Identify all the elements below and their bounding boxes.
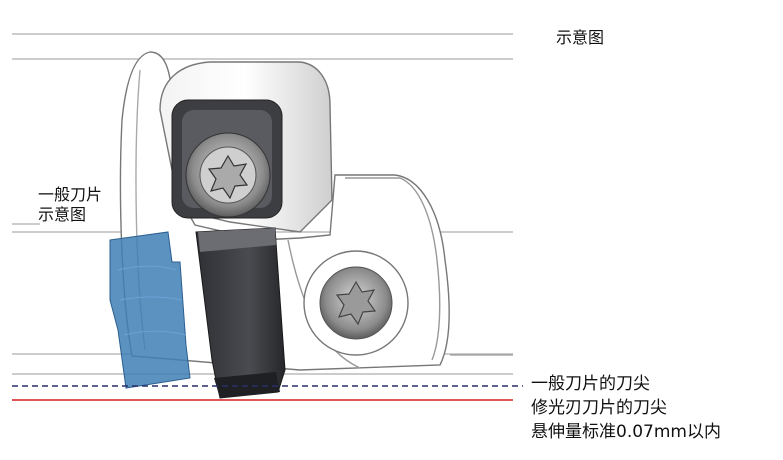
wiper-tip-annotation: 修光刃刀片的刀尖 xyxy=(531,398,667,418)
torx-socket-icon xyxy=(207,154,249,200)
wiper-insert xyxy=(195,227,286,399)
general-insert-label-line1: 一般刀片 xyxy=(38,185,103,204)
clamp-housing xyxy=(171,99,283,219)
lower-screw xyxy=(303,250,409,356)
diagram-title: 示意图 xyxy=(556,28,605,47)
overhang-annotation: 悬伸量标准0.07mm以内 xyxy=(531,422,721,442)
torx-socket-icon xyxy=(335,280,377,326)
general-insert xyxy=(109,231,191,389)
general-tip-annotation: 一般刀片的刀尖 xyxy=(531,374,650,394)
general-insert-label-line2: 示意图 xyxy=(38,205,87,224)
